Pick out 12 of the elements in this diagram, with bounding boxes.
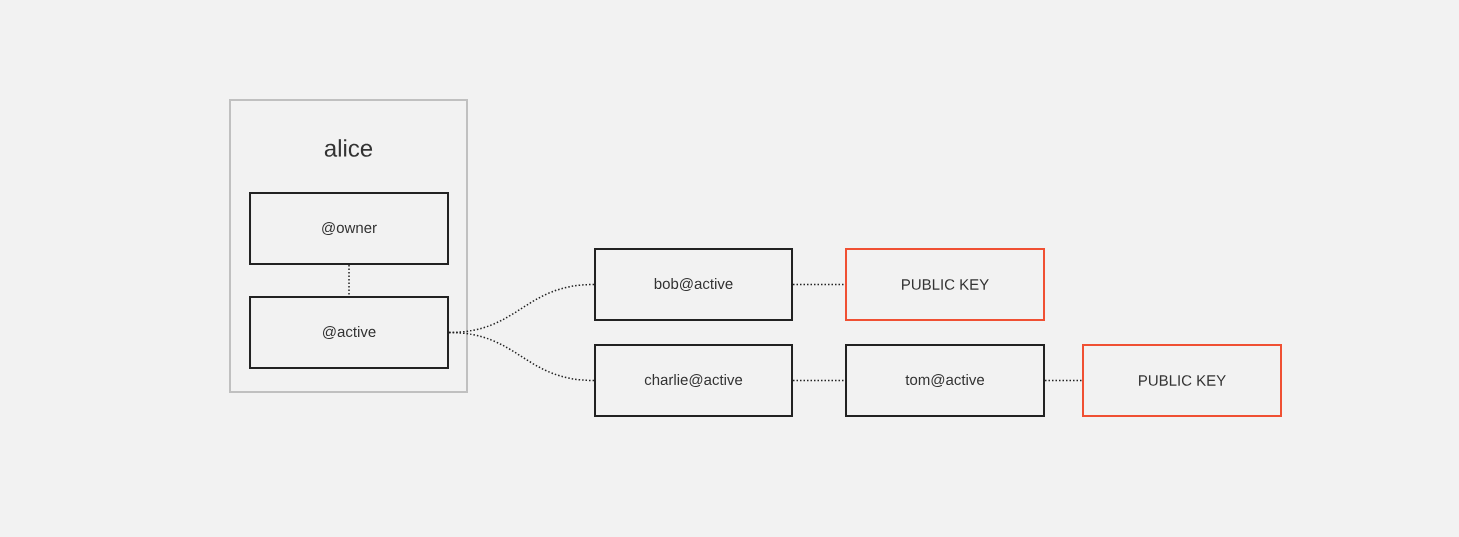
account-box: tom@active (845, 344, 1045, 417)
connector-line (448, 331, 595, 382)
key-box: PUBLIC KEY (845, 248, 1045, 321)
account-box: charlie@active (594, 344, 793, 417)
account-box: @owner (249, 192, 449, 265)
connector-line (792, 379, 846, 382)
account-box: bob@active (594, 248, 793, 321)
connector-line (792, 283, 846, 286)
account-box: @active (249, 296, 449, 369)
connector-line (348, 264, 350, 297)
key-box: PUBLIC KEY (1082, 344, 1282, 417)
connector-line (1044, 379, 1083, 382)
